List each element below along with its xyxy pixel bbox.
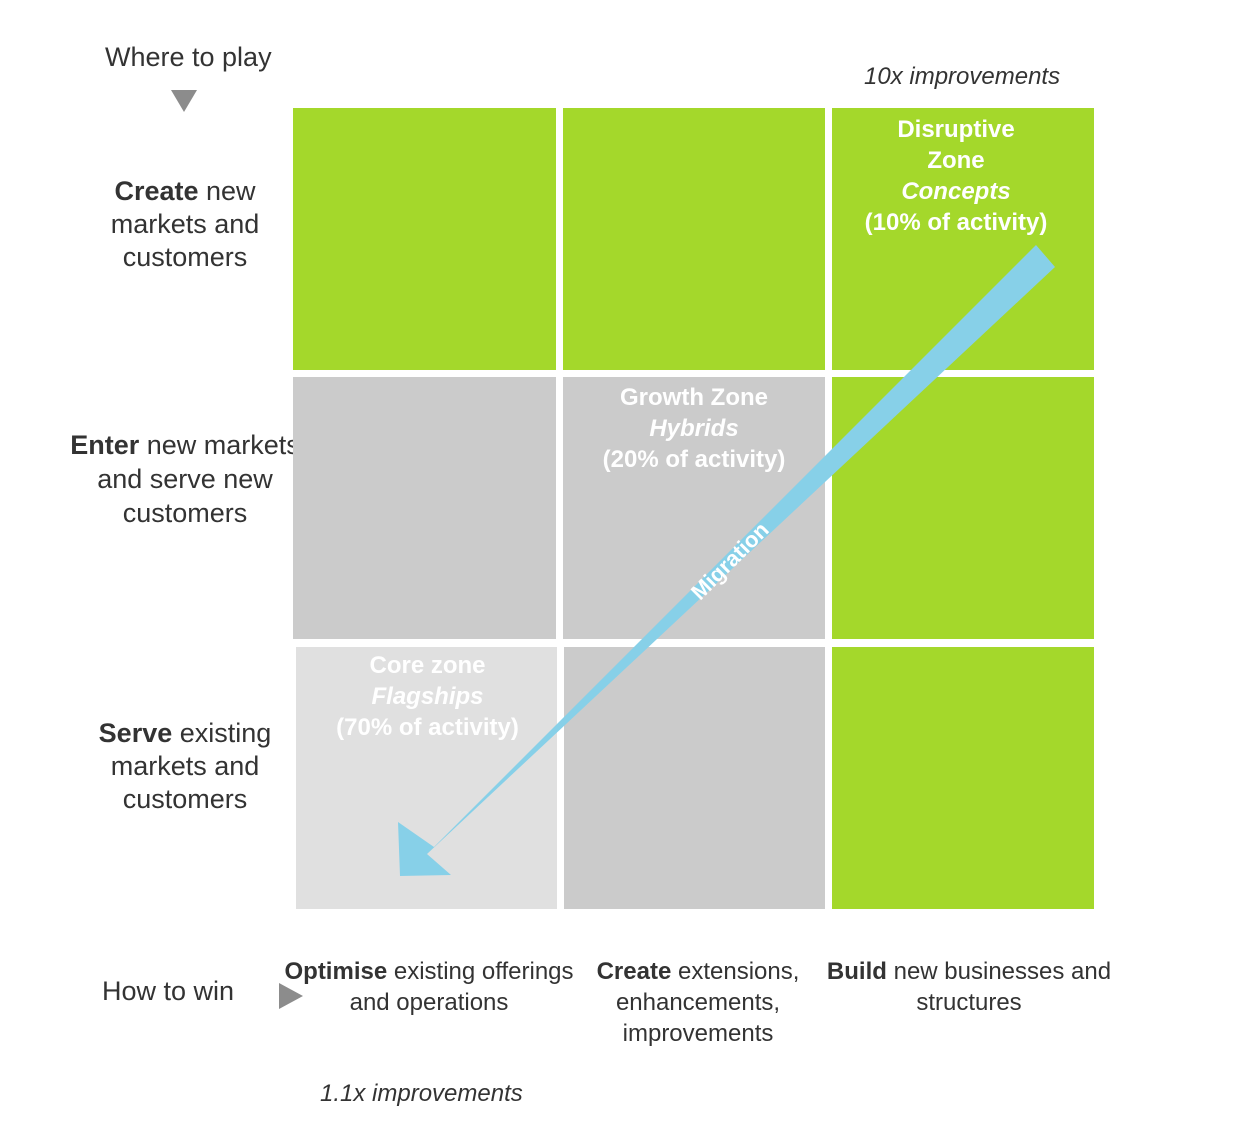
zone-title: Growth Zone [620, 384, 768, 411]
row-label-bold: Serve [98, 718, 173, 748]
row-label-create: Create new markets and customers [70, 175, 300, 274]
y-axis-title: Where to play [105, 42, 272, 72]
x-axis-title: How to win [102, 976, 235, 1006]
row-label-bold: Create [114, 176, 199, 206]
cell-serve-build [832, 647, 1094, 909]
row-label-text: new markets and customers [110, 176, 260, 272]
row-label-text: existing markets and customers [110, 718, 272, 814]
column-label-optimise: Optimise existing offerings and operatio… [284, 956, 574, 1018]
bottom-improvement-note: 1.1x improvements [320, 1080, 523, 1107]
column-label-bold: Build [826, 958, 887, 985]
column-label-text: extensions, enhancements, improvements [615, 958, 800, 1047]
row-label-bold: Enter [70, 430, 140, 460]
cell-enter-optimise [293, 377, 556, 639]
row-label-serve: Serve existing markets and customers [70, 717, 300, 816]
migration-arrow-label: Migration [686, 517, 774, 605]
cell-create-optimise [293, 108, 556, 370]
row-label-enter: Enter new markets and serve new customer… [70, 428, 300, 530]
column-label-text: existing offerings and operations [349, 958, 574, 1016]
row-label-text: new markets and serve new customers [97, 430, 300, 528]
zone-share: (70% of activity) [336, 714, 519, 741]
zone-subtitle: Concepts [901, 178, 1011, 205]
column-label-bold: Optimise [284, 958, 388, 985]
growth-zone-label: Growth Zone Hybrids (20% of activity) [563, 382, 825, 475]
column-label-bold: Create [596, 958, 672, 985]
cell-serve-extend [564, 647, 825, 909]
zone-title: Core zone [369, 652, 486, 679]
zone-subtitle: Hybrids [649, 415, 739, 442]
core-zone-label: Core zone Flagships (70% of activity) [296, 650, 559, 743]
zone-share: (10% of activity) [864, 209, 1048, 236]
triangle-right-icon [279, 983, 303, 1009]
triangle-down-icon [171, 90, 197, 112]
column-label-build: Build new businesses and structures [824, 956, 1114, 1018]
column-label-text: new businesses and structures [886, 958, 1112, 1016]
zone-title-line2: Zone [927, 147, 985, 174]
migration-arrow-shape [398, 245, 1055, 876]
zone-share: (20% of activity) [602, 446, 786, 473]
disruptive-zone-label: Disruptive Zone Concepts (10% of activit… [832, 114, 1080, 238]
top-improvement-note: 10x improvements [864, 63, 1061, 90]
column-label-create: Create extensions, enhancements, improve… [553, 956, 843, 1049]
zone-title: Disruptive [897, 116, 1015, 143]
zone-subtitle: Flagships [371, 683, 484, 710]
cell-create-extend [563, 108, 825, 370]
